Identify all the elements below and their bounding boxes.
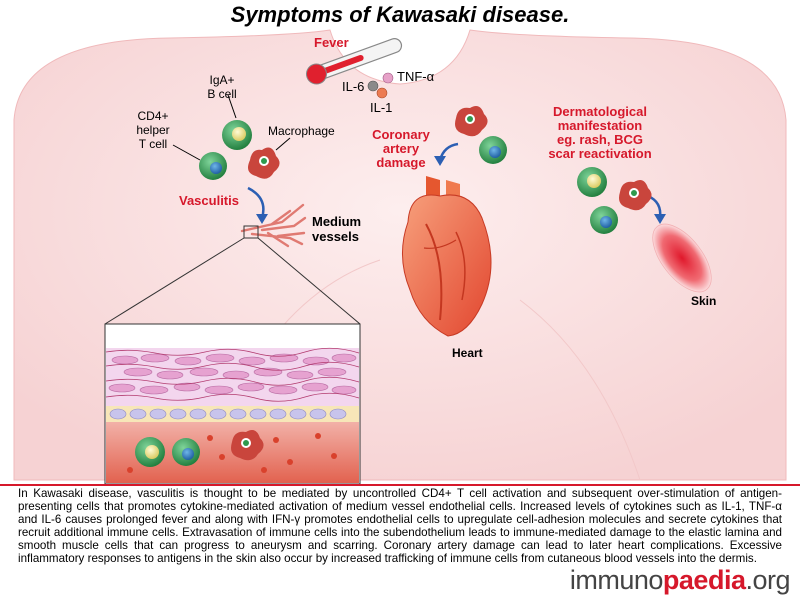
skin-lesion-icon (652, 223, 712, 293)
heart-icon (401, 176, 492, 337)
macrophage-icon (248, 147, 280, 179)
brand-logo: immunopaedia.org (569, 565, 791, 595)
lumen-t-cell-icon (172, 438, 200, 466)
tnf-dot (382, 72, 394, 84)
skin-t-cell-icon (590, 206, 618, 234)
b-cell-label: IgA+B cell (207, 73, 237, 101)
skin-b-cell-icon (577, 167, 607, 197)
skin-label: Skin (691, 294, 717, 308)
il1-label: IL-1 (370, 100, 393, 115)
vessel-cross-section (104, 323, 361, 485)
macrophage-label: Macrophage (268, 124, 335, 138)
skin-macrophage-icon (619, 180, 652, 211)
zoom-box (243, 225, 259, 239)
tnf-label: TNF-α (397, 69, 435, 84)
il1-dot (376, 87, 388, 99)
caption-text: In Kawasaki disease, vasculitis is thoug… (18, 487, 782, 565)
b-cell-icon (222, 120, 252, 150)
lumen-macrophage-icon (231, 430, 264, 461)
heart-t-cell-icon (479, 136, 507, 164)
thermometer-icon (305, 38, 403, 85)
heart-label: Heart (452, 346, 483, 360)
il6-dot (367, 80, 379, 92)
lumen-t-cell-icon (135, 437, 165, 467)
medium-vessel-icon (240, 203, 307, 248)
vasculitis-label: Vasculitis (179, 193, 239, 208)
fever-label: Fever (314, 35, 349, 50)
caption-divider (0, 484, 800, 486)
il6-label: IL-6 (342, 79, 365, 94)
t-cell-icon (199, 152, 227, 180)
diagram-title: Symptoms of Kawasaki disease. (230, 2, 570, 27)
heart-macrophage-icon (455, 106, 488, 137)
